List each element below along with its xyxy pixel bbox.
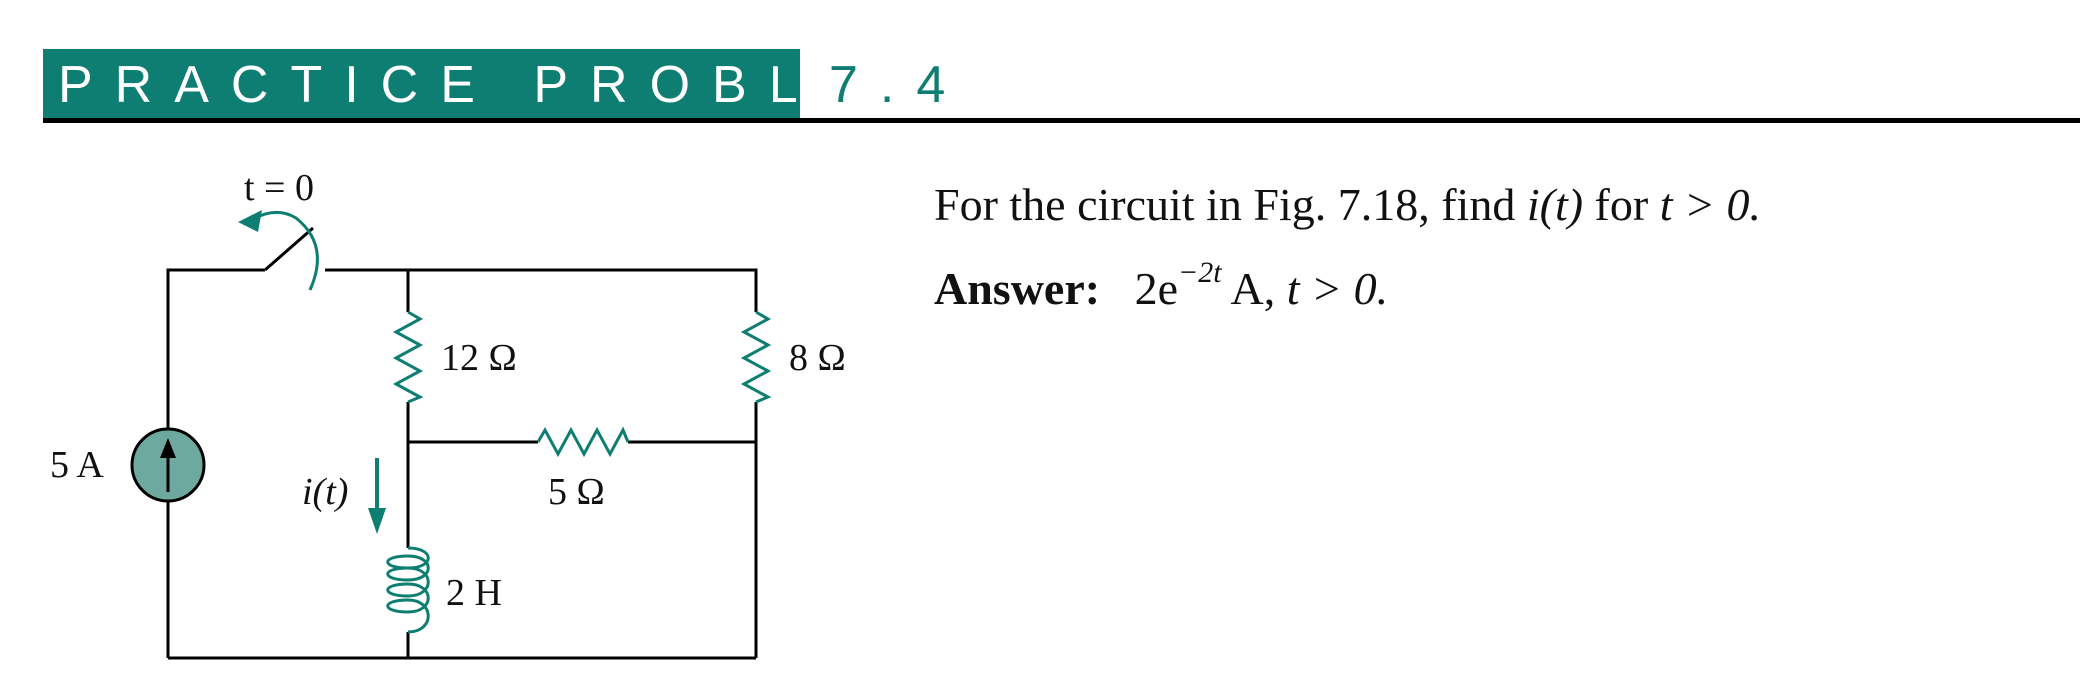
answer-condition: t > 0.: [1286, 263, 1389, 314]
resistor-5-ohm: [536, 426, 630, 458]
resistor-12-ohm: [392, 310, 424, 404]
current-label: i(t): [302, 471, 348, 513]
statement-mid: for: [1583, 179, 1660, 230]
header-title: PRACTICE PROBLEM: [58, 56, 942, 114]
current-arrow-icon: [368, 458, 386, 534]
answer-line: Answer: 2e−2t A, t > 0.: [934, 256, 1388, 315]
answer-unit: A,: [1221, 263, 1287, 314]
inductor-symbol: [386, 546, 430, 634]
circuit-wires: [166, 268, 758, 660]
resistor-5-label: 5 Ω: [548, 471, 605, 513]
statement-prefix: For the circuit in Fig. 7.18, find: [934, 179, 1527, 230]
statement-variable: i(t): [1526, 179, 1584, 230]
answer-coefficient: 2e: [1134, 263, 1178, 314]
switch-label: t = 0: [244, 167, 314, 209]
resistor-8-label: 8 Ω: [789, 337, 846, 379]
statement-condition: t > 0.: [1659, 179, 1762, 230]
inductor-label: 2 H: [446, 572, 502, 614]
switch-symbol: [238, 210, 319, 291]
circuit-diagram: t = 0 5 A 12 Ω 8 Ω 5 Ω 2 H i(t): [50, 167, 846, 660]
answer-label: Answer:: [934, 263, 1101, 314]
resistor-12-label: 12 Ω: [441, 337, 517, 379]
problem-number: 7.4: [829, 56, 968, 114]
source-label: 5 A: [50, 444, 104, 486]
header-band: [43, 49, 800, 121]
current-source-symbol: [130, 427, 206, 503]
problem-statement: For the circuit in Fig. 7.18, find i(t) …: [934, 178, 1761, 231]
answer-exponent: −2t: [1178, 256, 1222, 289]
header-rule: [43, 118, 2080, 123]
resistor-8-ohm: [740, 310, 772, 404]
